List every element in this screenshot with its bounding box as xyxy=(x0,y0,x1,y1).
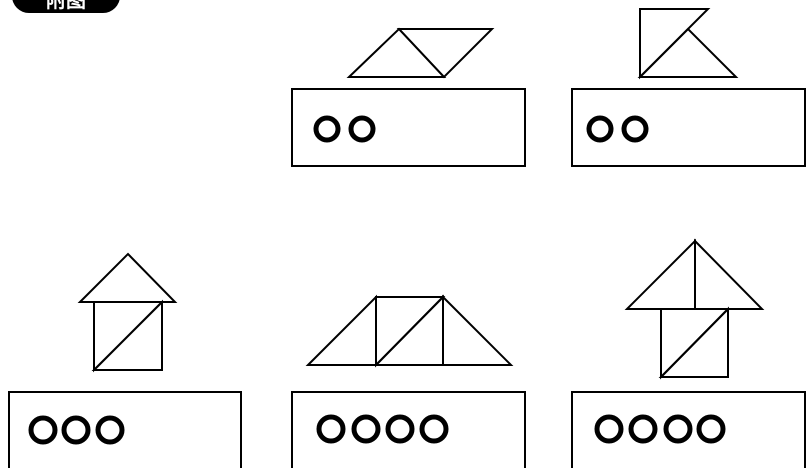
figure-flag-box xyxy=(572,89,805,166)
bridge-triangle-right xyxy=(443,297,511,365)
house-roof-triangle xyxy=(80,254,175,302)
figure-flag-shapes xyxy=(640,9,736,77)
header-badge: 附图 xyxy=(12,0,120,13)
header-badge-label: 附图 xyxy=(46,0,86,12)
bridge-triangle-left xyxy=(308,297,376,365)
figure-tree-shapes xyxy=(627,241,762,377)
flag-triangle-bottom xyxy=(640,29,736,77)
bridge-triangle-mid-lower xyxy=(376,297,443,365)
tree-triangle-left xyxy=(627,241,695,309)
figure-house-box xyxy=(9,392,241,468)
figure-tree xyxy=(572,241,805,468)
house-wall-triangle-lower xyxy=(94,302,162,370)
figure-boat xyxy=(292,29,525,166)
boat-triangle-left xyxy=(349,29,444,77)
boat-triangle-right xyxy=(399,29,492,77)
figure-bridge-box xyxy=(292,392,525,468)
tree-triangle-right xyxy=(695,241,762,309)
figure-boat-box xyxy=(292,89,525,166)
figure-bridge xyxy=(292,297,525,468)
figure-bridge-shapes xyxy=(308,297,511,365)
figure-flag xyxy=(572,9,805,166)
figure-house xyxy=(9,254,241,468)
tree-trunk-triangle-lower xyxy=(661,309,728,377)
figure-boat-shapes xyxy=(349,29,492,77)
figure-house-shapes xyxy=(80,254,175,370)
